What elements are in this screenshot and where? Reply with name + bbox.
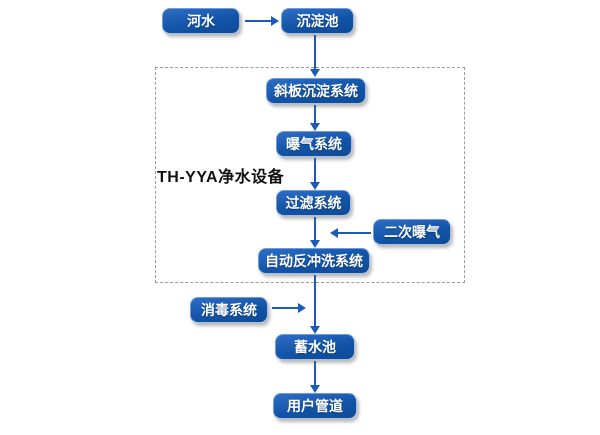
arrow-line	[314, 361, 316, 385]
arrow-line	[338, 232, 371, 234]
node-disinfection-system: 消毒系统	[190, 297, 268, 323]
arrow-line	[314, 275, 316, 326]
arrow-head-right-icon	[298, 303, 306, 313]
equipment-label: TH-YYA净水设备	[157, 169, 285, 186]
arrow-head-down-icon	[310, 69, 320, 77]
arrow-head-down-icon	[310, 240, 320, 248]
arrow-line	[314, 158, 316, 182]
arrow-head-right-icon	[271, 16, 279, 26]
arrow-head-down-icon	[310, 182, 320, 190]
node-sedimentation-tank: 沉淀池	[281, 8, 354, 34]
equipment-group-dashed-box	[155, 67, 465, 283]
arrow-head-down-icon	[310, 385, 320, 393]
arrow-line	[314, 217, 316, 240]
node-inclined-plate-sedimentation-system: 斜板沉淀系统	[266, 78, 366, 104]
node-aeration-system: 曝气系统	[276, 131, 352, 157]
arrow-line	[314, 105, 316, 123]
node-filtration-system: 过滤系统	[276, 190, 351, 216]
arrow-line	[272, 307, 298, 309]
arrow-head-down-icon	[310, 123, 320, 131]
node-user-pipeline: 用户管道	[273, 393, 357, 419]
node-auto-backwash-system: 自动反冲洗系统	[258, 248, 370, 274]
arrow-head-left-icon	[330, 228, 338, 238]
node-storage-tank: 蓄水池	[275, 334, 355, 360]
arrow-line	[245, 20, 271, 22]
node-secondary-aeration: 二次曝气	[373, 219, 451, 245]
arrow-line	[314, 35, 316, 69]
node-river-water: 河水	[162, 8, 240, 34]
arrow-head-down-icon	[310, 326, 320, 334]
